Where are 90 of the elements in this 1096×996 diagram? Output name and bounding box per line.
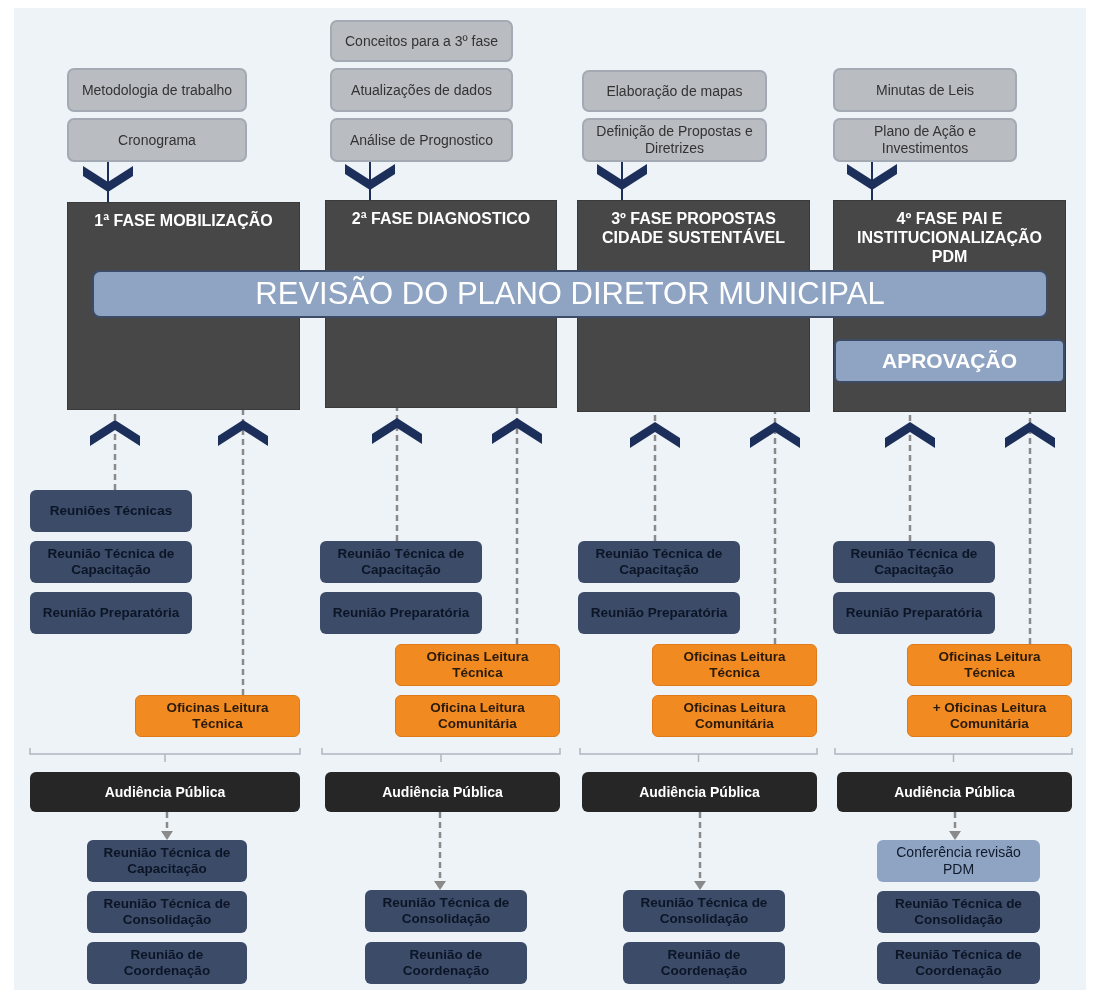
meeting-box [30, 490, 192, 532]
meeting-box [833, 541, 995, 583]
box-label: Reunião Técnica de Consolidação [381, 894, 511, 928]
box-label: Reuniões Técnicas [49, 502, 173, 520]
meeting-box [87, 891, 247, 933]
box-label: Atualizações de dados [351, 81, 492, 99]
task-box [582, 70, 767, 112]
workshop-box [907, 695, 1072, 737]
meeting-box [30, 592, 192, 634]
box-label: Reunião Técnica de Consolidação [894, 895, 1023, 929]
workshop-box [907, 644, 1072, 686]
box-label: Reunião Técnica de Coordenação [894, 946, 1023, 980]
box-label: Cronograma [118, 131, 196, 149]
box-label: 4º FASE PAI E INSTITUCIONALIZAÇÃO PDM [856, 209, 1043, 267]
box-label: Oficinas Leitura Técnica [937, 648, 1042, 682]
box-label: Reunião Preparatória [845, 604, 983, 622]
box-label: Reunião Preparatória [590, 604, 728, 622]
task-box [330, 68, 513, 112]
box-label: Reunião Preparatória [332, 604, 470, 622]
box-label: + Oficinas Leitura Comunitária [931, 699, 1048, 733]
meeting-box [578, 541, 740, 583]
meeting-box [87, 942, 247, 984]
box-label: Audiência Pública [894, 783, 1015, 801]
box-label: 2ª FASE DIAGNOSTICO [351, 209, 531, 229]
task-box [67, 68, 247, 112]
meeting-box [365, 890, 527, 932]
box-label: Reunião de Coordenação [401, 946, 491, 980]
box-label: Elaboração de mapas [606, 82, 743, 100]
box-label: Reunião Técnica de Consolidação [102, 895, 232, 929]
box-label: REVISÃO DO PLANO DIRETOR MUNICIPAL [255, 275, 885, 313]
box-label: Reunião Técnica de Capacitação [102, 844, 232, 878]
meeting-box [30, 541, 192, 583]
box-label: Reunião Técnica de Consolidação [639, 894, 769, 928]
hearing-box [837, 772, 1072, 812]
box-label: Oficina Leitura Comunitária [429, 699, 526, 733]
box-label: Reunião de Coordenação [122, 946, 212, 980]
box-label: Conferência revisão PDM [895, 844, 1022, 878]
arrow [161, 812, 173, 840]
box-label: Reunião Técnica de Capacitação [594, 545, 724, 579]
hearing-box [325, 772, 560, 812]
conference-box [877, 840, 1040, 882]
meeting-box [320, 592, 482, 634]
arrow [694, 812, 706, 890]
task-box [582, 118, 767, 162]
meeting-box [877, 891, 1040, 933]
hearing-box [30, 772, 300, 812]
arrow [434, 812, 446, 890]
workshop-box [652, 644, 817, 686]
meeting-box [365, 942, 527, 984]
arrow [949, 812, 961, 840]
box-label: Minutas de Leis [875, 81, 975, 99]
box-label: Oficinas Leitura Técnica [165, 699, 270, 733]
box-label: Audiência Pública [639, 783, 760, 801]
task-box [67, 118, 247, 162]
box-label: Reunião de Coordenação [659, 946, 749, 980]
box-label: Plano de Ação e Investimentos [873, 123, 977, 157]
task-box [330, 20, 513, 62]
hearing-box [582, 772, 817, 812]
box-label: Reunião Preparatória [42, 604, 180, 622]
meeting-box [578, 592, 740, 634]
meeting-box [623, 890, 785, 932]
workshop-box [652, 695, 817, 737]
meeting-box [833, 592, 995, 634]
box-label: Análise de Prognostico [349, 131, 494, 149]
box-label: Conceitos para a 3º fase [345, 32, 498, 50]
box-label: Metodologia de trabalho [81, 81, 233, 99]
box-label: Reunião Técnica de Capacitação [336, 545, 466, 579]
box-label: Oficinas Leitura Comunitária [682, 699, 787, 733]
meeting-box [623, 942, 785, 984]
meeting-box [320, 541, 482, 583]
box-label: 3º FASE PROPOSTAS CIDADE SUSTENTÁVEL [600, 209, 787, 248]
box-label: Oficinas Leitura Técnica [682, 648, 787, 682]
task-box [833, 118, 1017, 162]
box-label: APROVAÇÃO [882, 348, 1017, 374]
workshop-box [395, 644, 560, 686]
box-label: 1ª FASE MOBILIZAÇÃO [94, 211, 273, 231]
box-label: Audiência Pública [382, 783, 503, 801]
box-label: Definição de Propostas e Diretrizes [595, 123, 754, 157]
workshop-box [135, 695, 300, 737]
box-label: Audiência Pública [104, 783, 226, 801]
workshop-box [395, 695, 560, 737]
task-box [833, 68, 1017, 112]
meeting-box [87, 840, 247, 882]
title-banner [92, 270, 1048, 318]
box-label: Oficinas Leitura Técnica [425, 648, 530, 682]
approval-box [834, 339, 1065, 383]
task-box [330, 118, 513, 162]
meeting-box [877, 942, 1040, 984]
box-label: Reunião Técnica de Capacitação [849, 545, 979, 579]
box-label: Reunião Técnica de Capacitação [46, 545, 176, 579]
